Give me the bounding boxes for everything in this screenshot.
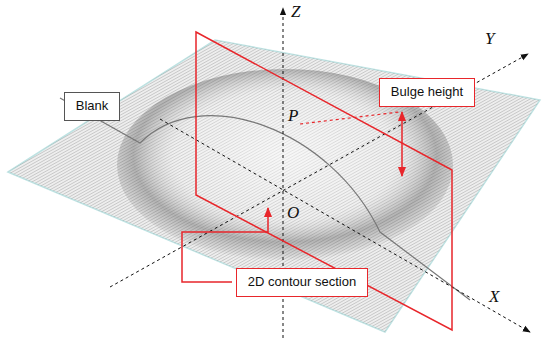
height-arrow	[401, 112, 403, 176]
height-reference	[300, 112, 399, 124]
box-text: Bulge height	[391, 84, 463, 100]
box-text: 2D contour section	[248, 274, 356, 290]
point-label: P	[288, 107, 298, 124]
callout-box: Bulge height	[379, 78, 475, 107]
contour-curve	[60, 98, 470, 300]
blank-sheet	[8, 40, 540, 332]
y-axis	[110, 54, 528, 287]
callout-box: 2D contour section	[236, 268, 368, 297]
box-text: Blank	[76, 98, 109, 114]
point-label: O	[287, 204, 299, 221]
axis-label: Y	[485, 30, 494, 47]
axis-label: X	[489, 288, 499, 305]
x-axis	[160, 119, 530, 332]
blank-mesh	[8, 40, 540, 332]
callout-box: Blank	[64, 92, 120, 121]
section-plane	[196, 32, 452, 330]
axis-label: Z	[291, 3, 300, 20]
